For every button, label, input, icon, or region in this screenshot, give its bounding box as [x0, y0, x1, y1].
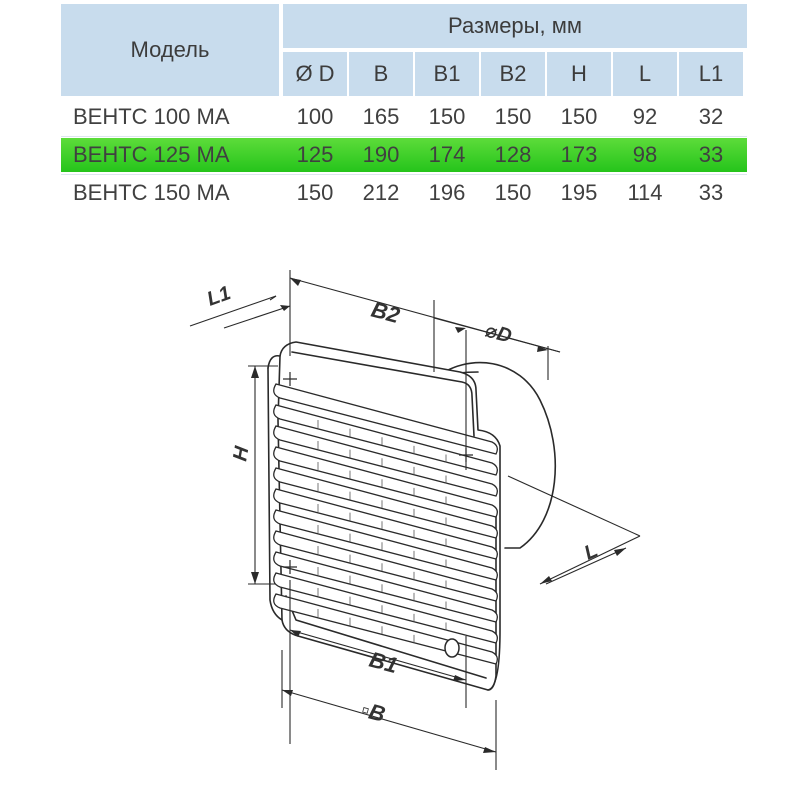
- value-cell: 196: [428, 180, 466, 205]
- row-separator: [61, 174, 747, 175]
- model-cell: ВЕНТС 150 МА: [73, 180, 230, 205]
- value-cell: 92: [632, 104, 658, 129]
- value-cell: 100: [296, 104, 334, 129]
- column-header: L1: [679, 52, 743, 96]
- value-cell: 33: [698, 180, 724, 205]
- label-l: L: [581, 539, 601, 564]
- column-header: B: [349, 52, 413, 96]
- label-h: H: [229, 444, 253, 463]
- value-cell: 212: [362, 180, 400, 205]
- value-cell: 165: [362, 104, 400, 129]
- grille-slots: [317, 420, 447, 652]
- label-b2: B2: [369, 297, 403, 329]
- value-cell: 98: [632, 142, 658, 167]
- value-cell: 173: [560, 142, 598, 167]
- value-cell: 32: [698, 104, 724, 129]
- value-cell: 150: [494, 180, 532, 205]
- louver-blades: [273, 383, 498, 665]
- value-cell: 128: [494, 142, 532, 167]
- louver-blade: [273, 404, 498, 476]
- dimensions-group-header: Размеры, мм: [283, 4, 747, 48]
- column-header: Ø D: [283, 52, 347, 96]
- column-header: B1: [415, 52, 479, 96]
- column-header: L: [613, 52, 677, 96]
- louver-blade: [273, 509, 498, 581]
- louver-blade: [273, 551, 498, 623]
- value-cell: 190: [362, 142, 400, 167]
- louver-blade: [273, 488, 498, 560]
- label-b: ▫B: [359, 697, 388, 727]
- value-cell: 150: [560, 104, 598, 129]
- value-cell: 33: [698, 142, 724, 167]
- model-cell: ВЕНТС 100 МА: [73, 104, 230, 129]
- louver-blade: [273, 467, 498, 539]
- model-cell: ВЕНТС 125 МА: [73, 142, 230, 167]
- louver-blade: [273, 530, 498, 602]
- value-cell: 150: [428, 104, 466, 129]
- column-header: H: [547, 52, 611, 96]
- control-knob: [444, 638, 460, 658]
- value-cell: 114: [627, 180, 663, 205]
- value-cell: 195: [560, 180, 598, 205]
- row-separator: [61, 136, 747, 137]
- louver-blade: [273, 425, 498, 497]
- table-row: ВЕНТС 100 МА 100 165 150 150 150 92 32: [61, 100, 747, 134]
- value-cell: 150: [494, 104, 532, 129]
- label-diameter-d: ⌀D: [483, 320, 514, 348]
- value-cell: 125: [296, 142, 334, 167]
- value-cell: 174: [428, 142, 466, 167]
- column-header: B2: [481, 52, 545, 96]
- label-l1: L1: [204, 282, 233, 311]
- louver-blade: [273, 446, 498, 518]
- table-row: ВЕНТС 125 МА 125 190 174 128 173 98 33: [61, 138, 747, 172]
- louver-blade: [273, 572, 498, 644]
- table-row: ВЕНТС 150 МА 150 212 196 150 195 114 33: [61, 176, 747, 210]
- value-cell: 150: [296, 180, 334, 205]
- model-column-header: Модель: [61, 4, 279, 96]
- louver-blade: [273, 383, 498, 455]
- louver-blade: [273, 593, 498, 665]
